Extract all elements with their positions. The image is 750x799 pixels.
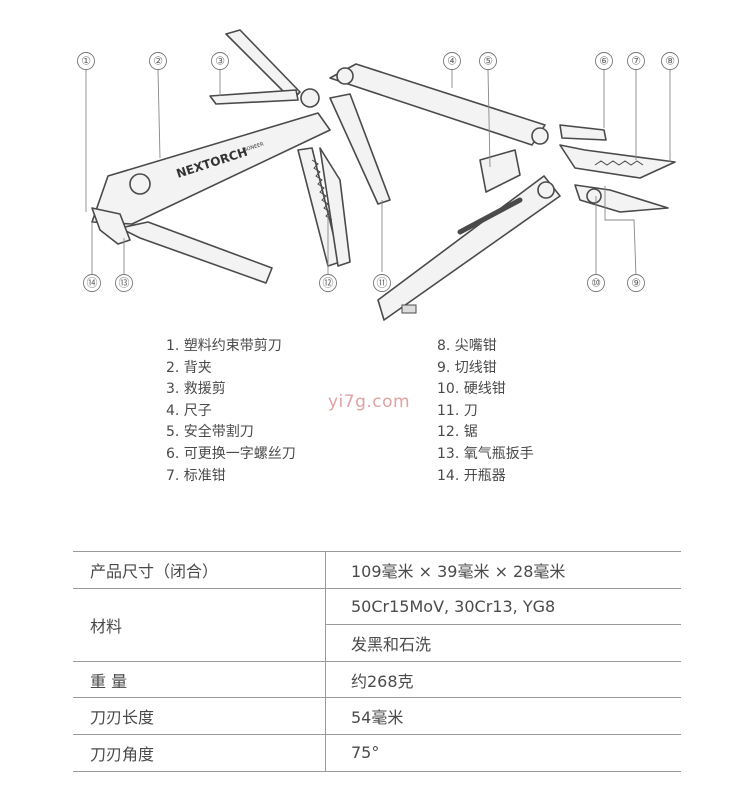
spec-value: 54毫米 [325,697,681,735]
spec-key: 重 量 [73,660,326,699]
legend-item: 14. 开瓶器 [437,467,506,484]
handle-main [91,112,331,225]
legend-right: 8. 尖嘴钳 9. 切线钳 10. 硬线钳 11. 刀 12. 锯 13. 氧气… [437,336,534,487]
legend-item: 10. 硬线钳 [437,381,506,398]
knife-blade [329,93,391,205]
callout-2: ② [153,55,163,68]
lower-arm [377,175,561,321]
legend-item: 5. 安全带割刀 [166,424,254,441]
legend-item: 9. 切线钳 [437,359,497,376]
callout-12: ⑫ [323,277,334,290]
callout-6: ⑥ [599,55,609,68]
callout-8: ⑧ [665,55,675,68]
watermark: yi7g.com [328,392,411,412]
spec-key: 材料 [73,587,326,662]
multitool-diagram: NEXTORCH PIONEER ① ② ③ [77,29,679,321]
table-row: 重 量 约268克 [73,660,681,699]
callout-13: ⑬ [119,277,130,290]
callout-3: ③ [215,55,225,68]
spec-value: 109毫米 × 39毫米 × 28毫米 [325,551,681,589]
spec-key: 刀刃角度 [73,733,326,772]
legend-item: 6. 可更换一字螺丝刀 [166,445,296,462]
lower-handle [119,221,273,284]
legend-item: 8. 尖嘴钳 [437,338,497,354]
legend-item: 1. 塑料约束带剪刀 [166,338,282,354]
callout-7: ⑦ [631,55,641,68]
spec-value: 发黑和石洗 [325,624,681,662]
callout-5: ⑤ [483,55,493,68]
table-row: 产品尺寸（闭合） 109毫米 × 39毫米 × 28毫米 [73,551,681,589]
callout-11: ⑪ [377,277,388,290]
callout-1: ① [81,55,91,68]
spec-value: 50Cr15MoV, 30Cr13, YG8 [325,587,681,626]
plier-jaw-upper [559,144,676,179]
callout-10: ⑩ [591,277,601,290]
table-row: 刀刃长度 54毫米 [73,697,681,735]
table-row: 材料 50Cr15MoV, 30Cr13, YG8 [73,587,681,662]
spec-value: 约268克 [325,660,681,699]
screwdriver [559,124,607,141]
spec-key: 产品尺寸（闭合） [73,551,326,589]
spec-table: 产品尺寸（闭合） 109毫米 × 39毫米 × 28毫米 材料 50Cr15Mo… [73,551,681,772]
legend-left: 1. 塑料约束带剪刀 2. 背夹 3. 救援剪 4. 尺子 5. 安全带割刀 6… [166,336,296,487]
callout-9: ⑨ [631,277,641,290]
spec-key: 刀刃长度 [73,697,326,735]
table-row: 发黑和石洗 [73,624,681,662]
legend-item: 2. 背夹 [166,359,212,376]
callout-4: ④ [447,55,457,68]
seatbelt-cutter [479,149,521,193]
legend-item: 3. 救援剪 [166,381,226,398]
legend-item: 4. 尺子 [166,402,212,419]
legend-item: 11. 刀 [437,402,478,419]
rescue-shears [225,29,301,101]
callout-14: ⑭ [87,277,98,290]
legend-item: 7. 标准钳 [166,467,226,484]
legend-item: 13. 氧气瓶扳手 [437,445,534,462]
spec-value: 75° [325,733,681,772]
table-row: 刀刃角度 75° [73,733,681,772]
legend-item: 12. 锯 [437,424,478,441]
